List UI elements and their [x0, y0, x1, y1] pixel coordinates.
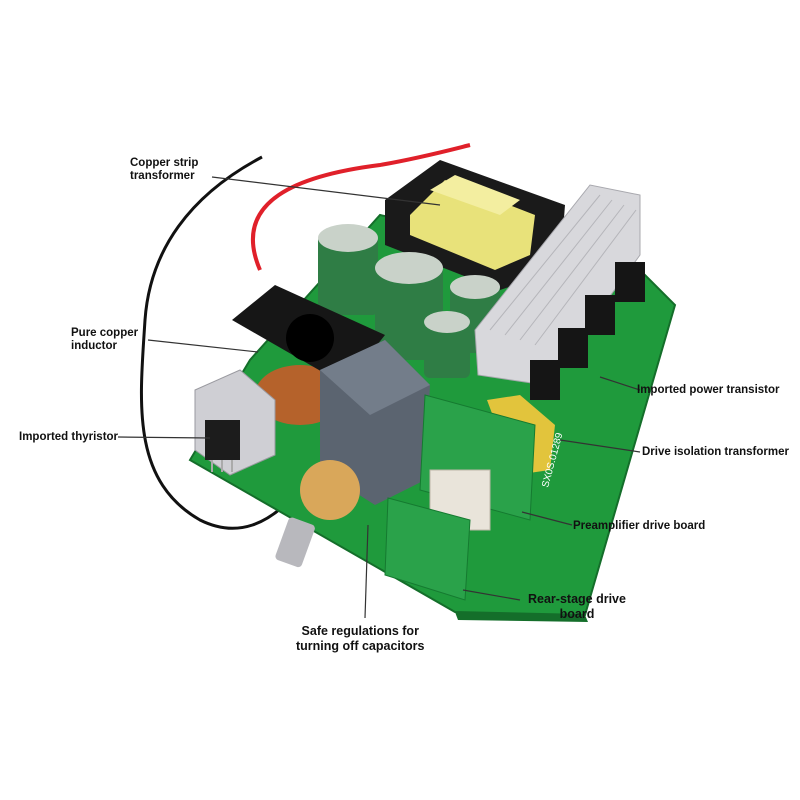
power-transistors: [530, 262, 645, 400]
black-wire: [139, 155, 292, 530]
label-imported-thyristor: Imported thyristor: [19, 431, 119, 443]
red-wire: [251, 143, 471, 271]
label-drive-isolation-transformer: Drive isolation transformer: [642, 446, 789, 458]
safety-film-capacitor: [320, 340, 430, 505]
rear-stage-drive-board: [384, 497, 471, 601]
electrolytic-capacitors: [318, 224, 500, 378]
label-preamplifier-drive-board: Preamplifier drive board: [573, 520, 706, 532]
copper-strip-transformer: [385, 160, 565, 290]
leader-lines: [117, 176, 641, 619]
label-copper-strip-transformer: Copper strip transformer: [130, 157, 199, 182]
heatsink: [474, 184, 641, 386]
label-rear-stage-drive-board: Rear-stage drive board: [528, 592, 626, 621]
label-imported-power-transistor: Imported power transistor: [637, 384, 780, 396]
label-safe-regulations-capacitors: Safe regulations for turning off capacit…: [296, 624, 425, 653]
imported-thyristor: [194, 369, 276, 476]
label-pure-copper-inductor: Pure copper inductor: [71, 327, 139, 352]
potentiometer: [275, 460, 360, 568]
